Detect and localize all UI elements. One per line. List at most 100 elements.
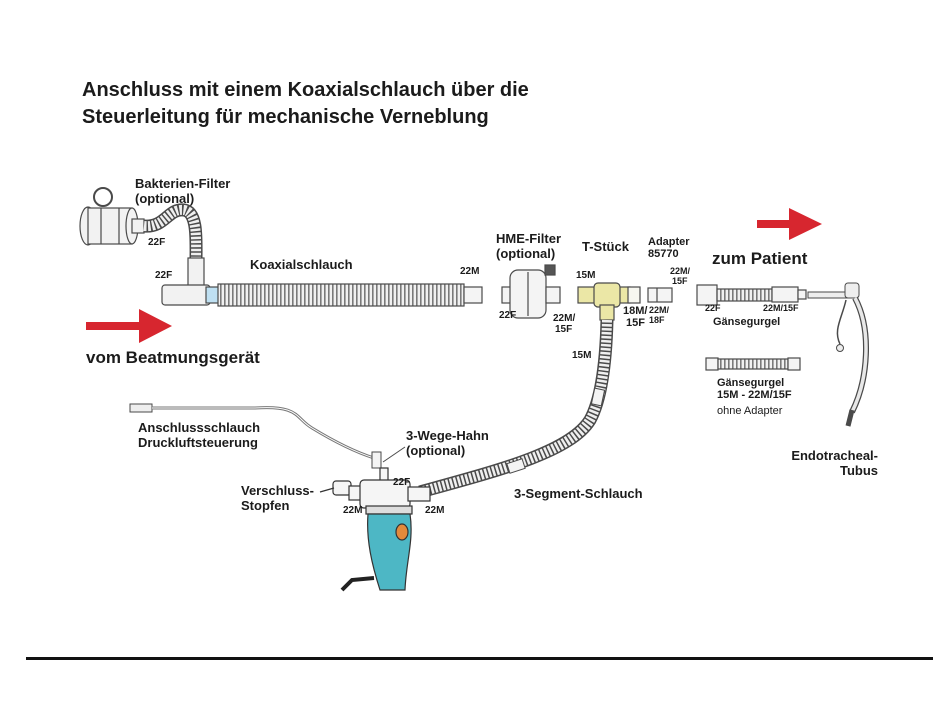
et-pilot-line bbox=[836, 299, 847, 345]
port-label-line: 22M/ bbox=[649, 305, 670, 315]
et-pilot-balloon bbox=[836, 344, 844, 352]
port-label-line: 15F bbox=[626, 317, 645, 329]
valve-body bbox=[371, 451, 382, 469]
gooseneck-tip bbox=[797, 289, 807, 300]
port-label: 18M/ 15F bbox=[623, 305, 647, 329]
gooseneck bbox=[696, 284, 807, 306]
arrow-head bbox=[789, 208, 822, 240]
filter-outlet bbox=[131, 218, 145, 234]
gooseneck-alt-note: ohne Adapter bbox=[717, 405, 783, 417]
hme-filter-note: (optional) bbox=[496, 246, 556, 261]
closure-cap-leader-line bbox=[319, 487, 335, 493]
port-label: 22F bbox=[155, 270, 173, 281]
port-label: 22M bbox=[460, 266, 480, 277]
arrow-shaft bbox=[757, 220, 793, 228]
port-label: 22M bbox=[425, 505, 445, 516]
three-segment-hose bbox=[418, 319, 614, 499]
gooseneck-alt-label: Gänsegurgel 15M - 22M/15F ohne Adapter bbox=[717, 377, 792, 417]
coax-hose-end-connector bbox=[463, 286, 483, 304]
port-label: 22F bbox=[705, 303, 721, 313]
hme-filter bbox=[501, 264, 561, 319]
port-label: 15M bbox=[576, 270, 596, 281]
gooseneck-alt-inlet bbox=[705, 357, 719, 371]
bottom-divider bbox=[26, 657, 933, 660]
flex-tube-ribs bbox=[143, 204, 202, 263]
adapter-number: 85770 bbox=[648, 248, 679, 260]
et-tube-name-1: Endotracheal- bbox=[791, 448, 878, 463]
port-label-line: 18M/ bbox=[623, 305, 648, 317]
et-bulb bbox=[844, 282, 860, 299]
arrow-head bbox=[139, 309, 172, 343]
pressure-line-name: Anschlussschlauch bbox=[138, 420, 261, 435]
three-way-valve bbox=[371, 446, 406, 469]
t-piece-hub bbox=[593, 282, 621, 308]
port-label: 22F bbox=[393, 477, 411, 488]
port-label-line: 22M/ bbox=[670, 266, 691, 276]
port-label: 22M bbox=[343, 505, 363, 516]
nebulizer-cable bbox=[340, 576, 375, 592]
to-patient-label: zum Patient bbox=[712, 249, 808, 268]
et-tube-label: Endotracheal- Tubus bbox=[782, 448, 878, 478]
closure-cap-label: Verschluss- Stopfen bbox=[241, 483, 314, 513]
segment-joint bbox=[506, 458, 526, 474]
port-label-line: 18F bbox=[649, 315, 665, 325]
nebulizer-knob bbox=[395, 523, 409, 541]
et-tube-lumen bbox=[850, 297, 868, 413]
et-tip bbox=[845, 409, 855, 427]
port-label-line: 15F bbox=[672, 276, 688, 286]
endotracheal-tube bbox=[807, 282, 869, 427]
bacterial-filter-name: Bakterien-Filter bbox=[135, 176, 231, 191]
gooseneck-inlet bbox=[696, 284, 718, 306]
title-line-1: Anschluss mit einem Koaxialschlauch über… bbox=[82, 79, 529, 101]
t-piece-label: T-Stück bbox=[582, 239, 629, 254]
gooseneck-label: Gänsegurgel bbox=[713, 316, 781, 328]
adapter-85770 bbox=[647, 287, 673, 303]
t-piece bbox=[577, 282, 641, 321]
pressure-line-label: Anschlussschlauch Druckluftsteuerung bbox=[138, 420, 260, 450]
port-label: 22M/ 15F bbox=[553, 313, 575, 335]
to-patient-arrow bbox=[757, 208, 822, 240]
closure-cap-name-2: Stopfen bbox=[241, 498, 290, 513]
pressure-line-highlight bbox=[152, 407, 375, 459]
pressure-line-connector bbox=[129, 403, 153, 413]
adapter-label: Adapter 85770 bbox=[648, 236, 690, 260]
gooseneck-alt-sizes: 15M - 22M/15F bbox=[717, 389, 792, 401]
coax-hose-ribs bbox=[217, 283, 465, 307]
adapter-name: Adapter bbox=[648, 236, 690, 248]
filter-body bbox=[87, 207, 133, 245]
coax-connector bbox=[161, 257, 221, 306]
gooseneck-outlet bbox=[771, 286, 799, 303]
gooseneck-alt-ribs bbox=[717, 358, 789, 370]
gooseneck-without-adapter bbox=[705, 357, 801, 371]
port-label-line: 22M/ bbox=[553, 313, 576, 324]
bacterial-filter-note: (optional) bbox=[135, 191, 195, 206]
port-label-line: 15F bbox=[555, 324, 573, 335]
bacterial-filter-label: Bakterien-Filter (optional) bbox=[135, 176, 230, 206]
closure-cap-name-1: Verschluss- bbox=[241, 483, 314, 498]
port-label: 22M/15F bbox=[763, 303, 799, 313]
port-label: 22F bbox=[499, 310, 517, 321]
connector-body bbox=[161, 284, 211, 306]
three-way-valve-name: 3-Wege-Hahn bbox=[406, 428, 489, 443]
gooseneck-ribs bbox=[716, 288, 773, 302]
coax-hose-label: Koaxialschlauch bbox=[250, 257, 353, 272]
filter-flex-tube bbox=[143, 203, 203, 263]
t-piece-stem bbox=[599, 304, 615, 321]
segment-hose-ribs bbox=[418, 319, 612, 497]
segment-joint bbox=[590, 387, 606, 407]
gooseneck-alt-name: Gänsegurgel bbox=[717, 377, 785, 389]
title-line-2: Steuerleitung für mechanische Verneblung bbox=[82, 106, 489, 128]
port-label: 22M/ 18F bbox=[649, 305, 669, 325]
et-connector bbox=[807, 291, 849, 299]
gooseneck-alt-outlet bbox=[787, 357, 801, 371]
et-tube-name-2: Tubus bbox=[839, 463, 878, 478]
three-way-valve-note: (optional) bbox=[406, 443, 466, 458]
port-label: 22M/ 15F bbox=[670, 266, 690, 286]
nebulizer-right-port bbox=[407, 486, 431, 502]
valve-leader-line bbox=[382, 446, 406, 463]
t-piece-outlet bbox=[627, 286, 641, 304]
pressure-control-line bbox=[129, 403, 375, 460]
coaxial-hose bbox=[217, 283, 483, 307]
hme-port-nub bbox=[544, 264, 556, 276]
arrow-shaft bbox=[86, 322, 142, 330]
